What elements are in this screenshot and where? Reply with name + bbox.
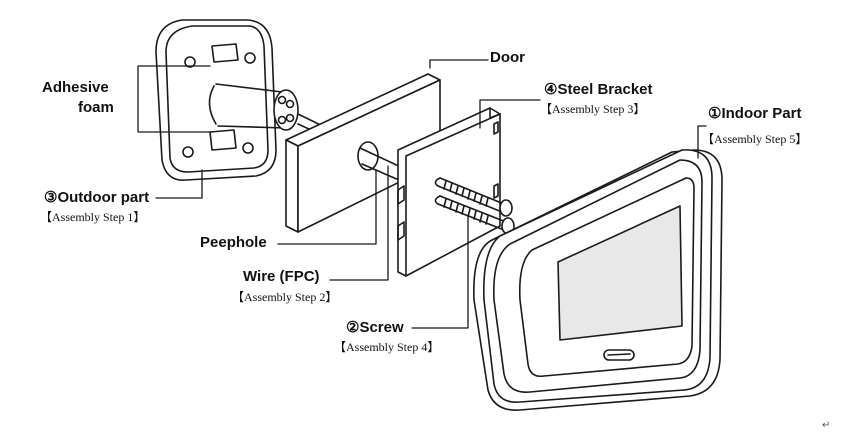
camera-barrel — [215, 83, 287, 129]
screw-step-label: 【Assembly Step 4】 — [334, 340, 440, 354]
adhesive-foam-label-line2: foam — [78, 99, 114, 116]
steel-bracket-leader — [479, 99, 541, 129]
adhesive-foam-pad-bottom — [209, 129, 237, 151]
door-label: Door — [490, 49, 525, 66]
outdoor-part-step-label: 【Assembly Step 1】 — [40, 210, 146, 224]
screw-leader — [411, 217, 469, 329]
outdoor-part-leader — [155, 169, 203, 199]
wire-step-label: 【Assembly Step 2】 — [232, 290, 338, 304]
indoor-part — [473, 149, 723, 411]
screw-hole-icon — [184, 56, 196, 68]
steel-bracket-label: ④Steel Bracket — [544, 81, 653, 98]
screw-label: ②Screw — [346, 319, 404, 336]
indoor-screen — [557, 205, 683, 341]
door-leader — [429, 59, 489, 69]
screw-head-icon — [499, 199, 513, 217]
corner-mark: ↵ — [822, 420, 831, 431]
adhesive-foam-bracket-line — [137, 65, 213, 133]
outdoor-part-label: ③Outdoor part — [44, 189, 150, 206]
screw-hole-icon — [244, 52, 256, 64]
peephole-label: Peephole — [200, 234, 267, 251]
adhesive-foam-pad-top — [211, 43, 239, 63]
steel-bracket-step-label: 【Assembly Step 3】 — [540, 102, 646, 116]
screw-hole-icon — [182, 146, 194, 158]
indoor-part-leader — [697, 125, 707, 159]
indoor-part-step-label: 【Assembly Step 5】 — [702, 132, 808, 146]
peephole-leader — [277, 169, 377, 245]
adhesive-foam-label-line1: Adhesive — [42, 79, 109, 96]
wire-label: Wire (FPC) — [243, 268, 320, 285]
wire-leader — [329, 165, 389, 281]
leader-lines — [137, 59, 707, 329]
indoor-part-label: ①Indoor Part — [708, 105, 802, 122]
steel-bracket — [397, 107, 501, 277]
screw-hole-icon — [242, 142, 254, 154]
